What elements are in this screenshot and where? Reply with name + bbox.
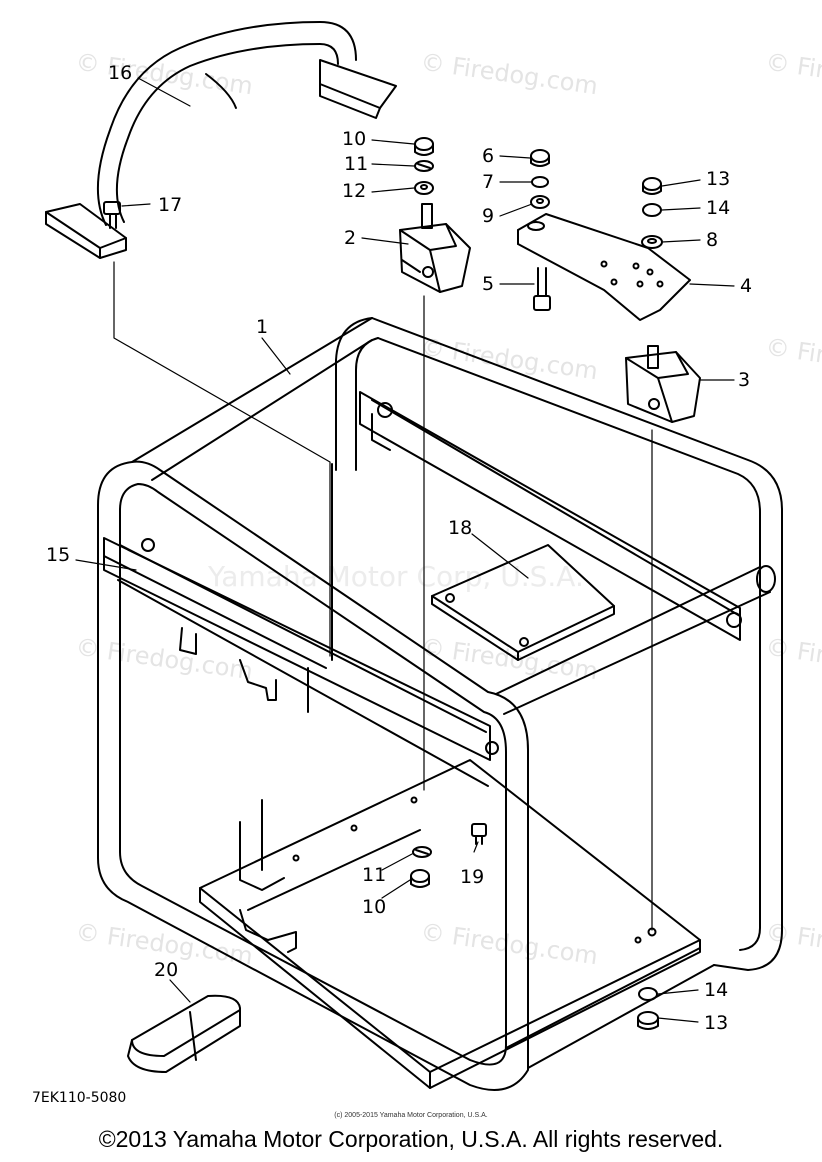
callout-12: 12 — [342, 180, 367, 202]
cross-member — [103, 537, 499, 787]
watermark-company: Yamaha Motor Corp, U.S.A. — [208, 560, 584, 593]
nut-10-bottom — [410, 869, 430, 888]
washer-11-bottom — [412, 846, 432, 858]
callout-17: 17 — [158, 194, 183, 216]
callout-20: 20 — [154, 959, 179, 981]
callout-10-bottom: 10 — [362, 896, 387, 918]
callout-1: 1 — [256, 316, 269, 338]
washer-11-top — [414, 160, 434, 172]
copyright-small: (c) 2005-2015 Yamaha Motor Corporation, … — [334, 1112, 488, 1119]
callout-10-top: 10 — [342, 128, 367, 150]
callout-4: 4 — [740, 275, 753, 297]
callout-16: 16 — [108, 62, 133, 84]
callout-13-top: 13 — [706, 168, 731, 190]
callout-7: 7 — [482, 171, 495, 193]
callout-15: 15 — [46, 544, 71, 566]
nut-10-top — [414, 137, 434, 156]
nut-6 — [530, 149, 550, 167]
bolt-5 — [533, 267, 551, 311]
washer-9 — [530, 195, 550, 209]
callout-9: 9 — [482, 205, 495, 227]
nut-13-bottom — [637, 1011, 659, 1030]
part-20-grip — [127, 994, 241, 1073]
engine-mount-3 — [625, 345, 701, 423]
callout-3: 3 — [738, 369, 751, 391]
rear-rail — [359, 391, 742, 641]
washer-12-top — [414, 181, 434, 195]
base-plate — [199, 759, 701, 1089]
engine-mount-2 — [399, 203, 471, 293]
washer-14-bottom — [638, 987, 658, 1001]
callout-14-top: 14 — [706, 197, 731, 219]
washer-14-top — [642, 203, 662, 217]
part-18-plate — [431, 544, 615, 661]
callout-11-top: 11 — [344, 153, 369, 175]
main-frame-back — [335, 317, 783, 971]
washer-8 — [641, 235, 663, 249]
callout-14-bottom: 14 — [704, 979, 729, 1001]
callout-11-bottom: 11 — [362, 864, 387, 886]
callout-6: 6 — [482, 145, 495, 167]
callout-2: 2 — [344, 227, 357, 249]
bolt-17 — [103, 201, 121, 229]
callout-19: 19 — [460, 866, 485, 888]
main-frame-front — [97, 460, 529, 1091]
diagram-code: 7EK110-5080 — [32, 1090, 127, 1106]
callout-8: 8 — [706, 229, 719, 251]
nut-13-top — [642, 177, 662, 195]
callout-18: 18 — [448, 517, 473, 539]
bracket-4 — [517, 213, 691, 321]
callout-13-bottom: 13 — [704, 1012, 729, 1034]
callout-5: 5 — [482, 273, 495, 295]
copyright-notice: ©2013 Yamaha Motor Corporation, U.S.A. A… — [98, 1126, 724, 1152]
carry-handle — [45, 21, 397, 259]
bolt-19 — [471, 823, 487, 845]
washer-7 — [531, 176, 549, 188]
